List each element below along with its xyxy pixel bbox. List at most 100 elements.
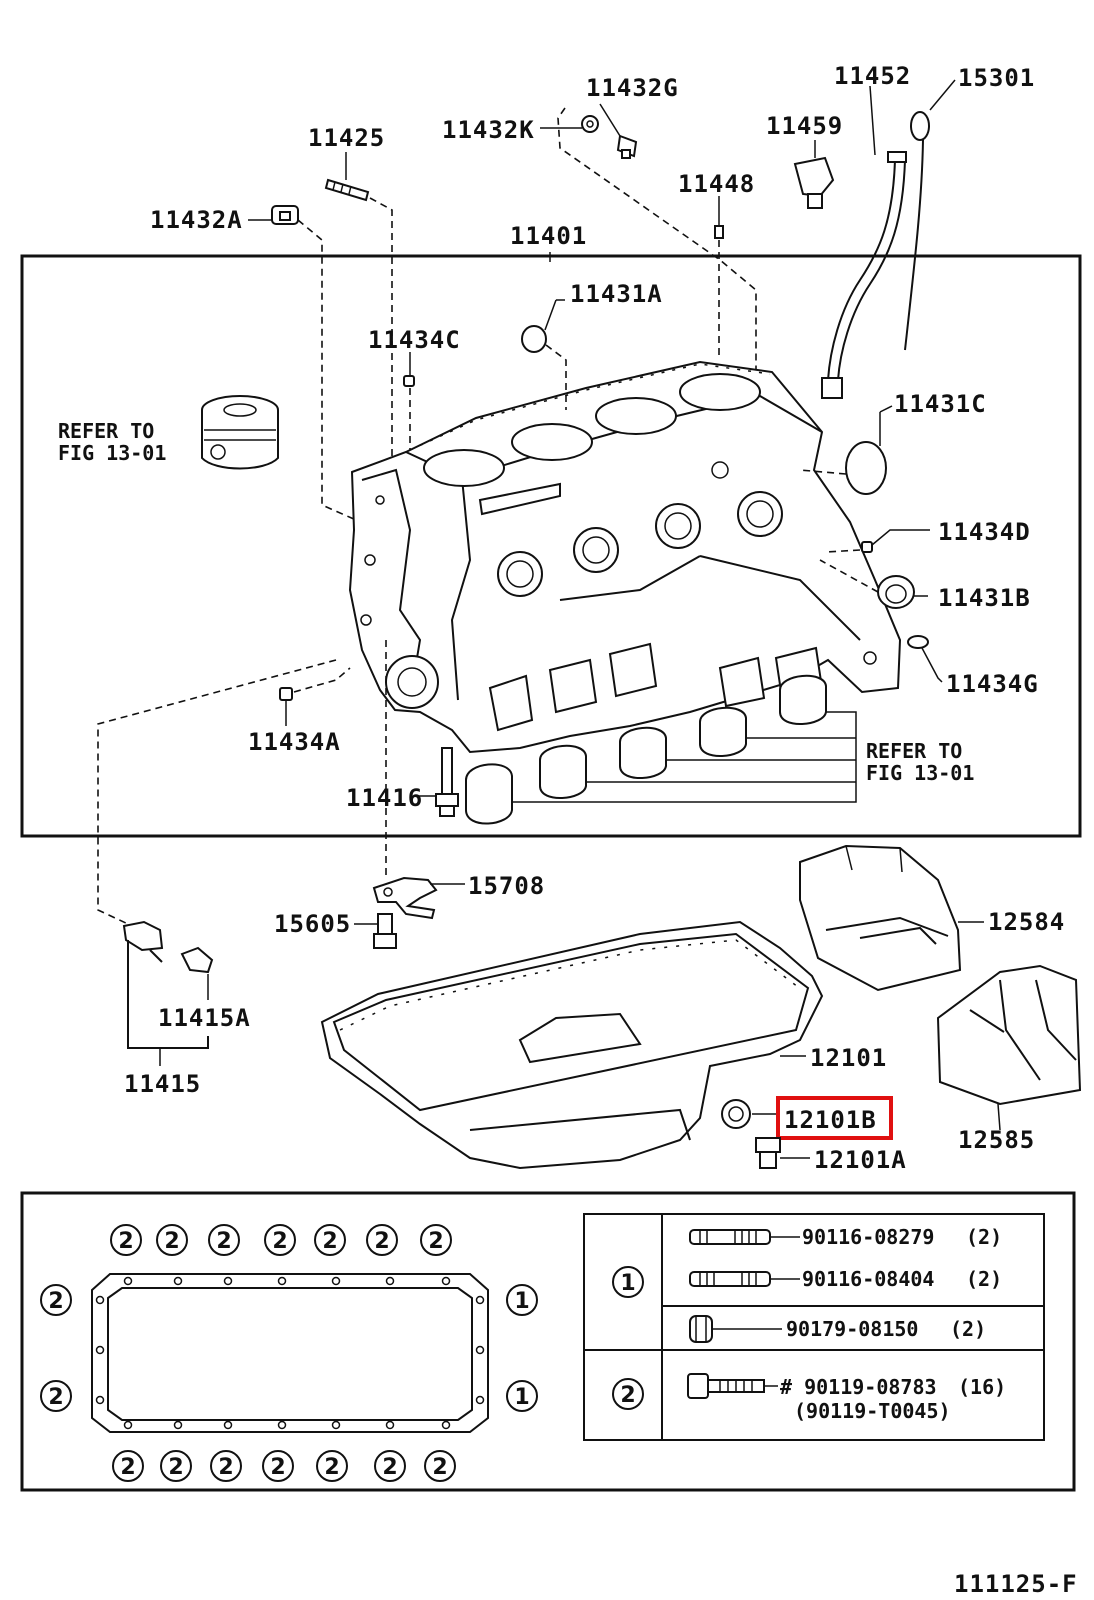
union-11432K[interactable] bbox=[581, 115, 599, 133]
pan-marker-bottom-text: 2 bbox=[168, 1455, 183, 1480]
pan-marker-top-text: 2 bbox=[164, 1229, 179, 1254]
plug-11448[interactable] bbox=[714, 225, 724, 239]
plug-11431A[interactable] bbox=[521, 325, 547, 353]
bolt-hole bbox=[95, 1295, 105, 1305]
label-refer-fig-1b: FIG 13-01 bbox=[58, 441, 166, 465]
label-11415: 11415 bbox=[124, 1070, 201, 1098]
baffle-plate-12585[interactable] bbox=[936, 964, 1082, 1106]
label-11432A: 11432A bbox=[150, 206, 243, 234]
bolt-hole bbox=[223, 1276, 233, 1286]
label-12585: 12585 bbox=[958, 1126, 1035, 1154]
pan-marker-bottom: 2 bbox=[160, 1450, 192, 1482]
pan-marker-top: 2 bbox=[156, 1224, 188, 1256]
label-12101B: 12101B bbox=[784, 1106, 877, 1134]
piston-reference bbox=[201, 395, 279, 470]
pan-marker-top: 2 bbox=[314, 1224, 346, 1256]
label-11459: 11459 bbox=[766, 112, 843, 140]
pan-marker-left: 2 bbox=[40, 1284, 72, 1316]
pan-marker-right: 1 bbox=[506, 1284, 538, 1316]
pan-marker-bottom-text: 2 bbox=[432, 1455, 447, 1480]
pan-marker-bottom: 2 bbox=[316, 1450, 348, 1482]
crankshaft-bearings bbox=[465, 674, 827, 825]
label-11448: 11448 bbox=[678, 170, 755, 198]
pan-marker-top-text: 2 bbox=[272, 1229, 287, 1254]
bolt-15605[interactable] bbox=[373, 913, 397, 949]
label-refer-fig-1a: REFER TO bbox=[58, 419, 154, 443]
label-15605: 15605 bbox=[274, 910, 351, 938]
bolt-hole bbox=[123, 1276, 133, 1286]
pan-marker-left-text: 2 bbox=[48, 1385, 63, 1410]
pan-marker-top-text: 2 bbox=[322, 1229, 337, 1254]
drain-plug-12101A[interactable] bbox=[755, 1137, 781, 1169]
label-11425: 11425 bbox=[308, 124, 385, 152]
bolt-hole bbox=[277, 1420, 287, 1430]
bolt-group-marker-2: 2 bbox=[620, 1383, 635, 1408]
bolt-part-90116-08404: 90116-08404 bbox=[802, 1267, 934, 1291]
bolt-hole bbox=[331, 1420, 341, 1430]
oil-pan-bolt-group-frame bbox=[20, 1191, 1076, 1492]
bolt-hole bbox=[95, 1395, 105, 1405]
label-11452: 11452 bbox=[834, 62, 911, 90]
flange-bolt-icon bbox=[687, 1373, 765, 1399]
figure-code: 111125-F bbox=[954, 1570, 1078, 1598]
pan-marker-bottom-text: 2 bbox=[324, 1455, 339, 1480]
sensor-11459[interactable] bbox=[793, 156, 835, 209]
label-11432K: 11432K bbox=[442, 116, 535, 144]
label-11401: 11401 bbox=[510, 222, 587, 250]
oil-pan-12101[interactable] bbox=[320, 920, 824, 1170]
bolt-table: 1 2 bbox=[583, 1213, 1045, 1441]
pan-marker-right-text: 1 bbox=[514, 1385, 529, 1410]
pan-marker-top-text: 2 bbox=[428, 1229, 443, 1254]
stud-11425[interactable] bbox=[324, 178, 370, 202]
bolt-hole bbox=[173, 1276, 183, 1286]
bolt-qty-1: (2) bbox=[966, 1225, 1002, 1249]
label-15301: 15301 bbox=[958, 64, 1035, 92]
strainer-bracket-15708[interactable] bbox=[372, 876, 438, 920]
pan-marker-top-text: 2 bbox=[374, 1229, 389, 1254]
plug-11431C[interactable] bbox=[845, 441, 887, 495]
baffle-plate-12584[interactable] bbox=[799, 844, 962, 992]
label-refer-fig-2b: FIG 13-01 bbox=[866, 761, 974, 785]
label-12584: 12584 bbox=[988, 908, 1065, 936]
label-11434A: 11434A bbox=[248, 728, 341, 756]
ring-11434G[interactable] bbox=[907, 635, 929, 649]
cylinder-block-11401[interactable] bbox=[348, 360, 902, 754]
stud-icon bbox=[689, 1271, 771, 1287]
label-11434C: 11434C bbox=[368, 326, 461, 354]
label-11431C: 11431C bbox=[894, 390, 987, 418]
pin-11434D[interactable] bbox=[861, 541, 873, 553]
plug-11431B[interactable] bbox=[877, 575, 915, 609]
pan-marker-top-text: 2 bbox=[118, 1229, 133, 1254]
plug-11432A[interactable] bbox=[271, 205, 299, 225]
bolt-part-90119-T0045: (90119-T0045) bbox=[794, 1399, 951, 1423]
pan-marker-left: 2 bbox=[40, 1380, 72, 1412]
label-15708: 15708 bbox=[468, 872, 545, 900]
label-12101: 12101 bbox=[810, 1044, 887, 1072]
pan-marker-top: 2 bbox=[420, 1224, 452, 1256]
label-11432G: 11432G bbox=[586, 74, 679, 102]
nut-icon bbox=[689, 1315, 713, 1343]
pan-marker-top-text: 2 bbox=[216, 1229, 231, 1254]
label-12101A: 12101A bbox=[814, 1146, 907, 1174]
dipstick-guide-11452[interactable] bbox=[821, 151, 907, 399]
pin-11434C[interactable] bbox=[403, 375, 415, 387]
bolt-group-marker-1: 1 bbox=[620, 1271, 635, 1296]
pan-marker-top: 2 bbox=[366, 1224, 398, 1256]
label-11431A: 11431A bbox=[570, 280, 663, 308]
bolt-qty-4: (16) bbox=[958, 1375, 1006, 1399]
switch-11415A[interactable] bbox=[180, 946, 214, 974]
pan-marker-bottom: 2 bbox=[210, 1450, 242, 1482]
pan-marker-bottom: 2 bbox=[374, 1450, 406, 1482]
bolt-11416[interactable] bbox=[435, 747, 459, 817]
bolt-hole bbox=[475, 1295, 485, 1305]
pan-marker-right-text: 1 bbox=[514, 1289, 529, 1314]
drain-plug-gasket-12101B[interactable] bbox=[721, 1099, 751, 1129]
oil-pressure-switch-11415[interactable] bbox=[122, 920, 164, 963]
bolt-11432G[interactable] bbox=[616, 134, 638, 159]
bolt-hole bbox=[331, 1276, 341, 1286]
bolt-hole bbox=[475, 1395, 485, 1405]
dipstick-15301[interactable] bbox=[904, 111, 930, 351]
pan-marker-bottom: 2 bbox=[424, 1450, 456, 1482]
pin-11434A[interactable] bbox=[279, 687, 293, 701]
